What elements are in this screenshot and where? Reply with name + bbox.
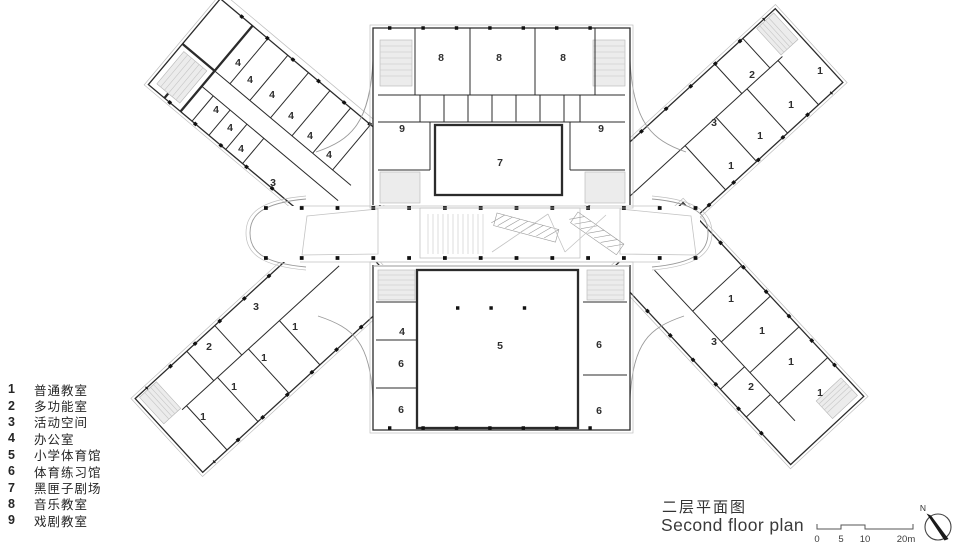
legend-item-number: 8 xyxy=(8,496,15,511)
scale-label-10: 10 xyxy=(860,534,871,545)
legend-item-label: 黑匣子剧场 xyxy=(34,482,102,497)
room-label: 3 xyxy=(253,301,259,313)
room-label: 1 xyxy=(759,325,765,337)
room-label: 9 xyxy=(399,123,405,135)
room-label: 1 xyxy=(728,160,734,172)
scale-label-5: 5 xyxy=(838,534,843,545)
page-title-en: Second floor plan xyxy=(661,515,805,535)
block-top-center xyxy=(369,24,634,209)
legend-item-label: 多功能室 xyxy=(34,400,89,415)
scale-label-20m: 20m xyxy=(897,534,916,545)
room-label: 1 xyxy=(231,381,237,393)
legend-item: 3 活动空间 xyxy=(8,414,102,431)
legend-item-label: 体育练习馆 xyxy=(34,465,102,480)
room-label: 8 xyxy=(560,52,566,64)
north-arrow: N xyxy=(920,503,952,541)
north-needle xyxy=(926,513,949,541)
legend-item: 9 戏剧教室 xyxy=(8,512,102,529)
room-label: 2 xyxy=(206,341,212,353)
room-label: 1 xyxy=(292,321,298,333)
room-label: 7 xyxy=(497,157,503,169)
room-label: 5 xyxy=(497,340,503,352)
legend-item-number: 4 xyxy=(8,431,15,446)
room-label: 1 xyxy=(788,99,794,111)
block-bottom-center xyxy=(369,261,634,434)
legend: 1 普通教室 2 多功能室 3 活动空间 4 办公室 5 小学体育馆 6 体育练习馆 7 黑匣子剧场 8 音乐… xyxy=(8,381,102,529)
wing-bottom-left xyxy=(130,211,407,478)
legend-item: 1 普通教室 xyxy=(8,381,102,398)
scale-label-0: 0 xyxy=(814,534,819,545)
room-label: 1 xyxy=(817,65,823,77)
room-label: 4 xyxy=(247,74,253,86)
room-label: 4 xyxy=(269,89,275,101)
wing-bottom-right xyxy=(605,197,869,470)
legend-item: 2 多功能室 xyxy=(8,397,102,415)
legend-item-number: 2 xyxy=(8,398,15,413)
legend-item-number: 6 xyxy=(8,464,15,479)
legend-item-number: 1 xyxy=(8,382,15,397)
legend-item: 7 黑匣子剧场 xyxy=(8,479,102,497)
legend-item-number: 9 xyxy=(8,513,15,528)
room-label: 3 xyxy=(711,117,717,129)
room-label: 3 xyxy=(711,336,717,348)
room-label: 1 xyxy=(261,352,267,364)
room-label: 4 xyxy=(399,326,405,338)
room-label: 4 xyxy=(227,122,233,134)
wing-top-right xyxy=(571,3,848,270)
room-label: 4 xyxy=(288,110,294,122)
legend-item-number: 3 xyxy=(8,414,15,429)
room-label: 2 xyxy=(749,69,755,81)
legend-item: 8 音乐教室 xyxy=(8,496,102,513)
room-label: 6 xyxy=(596,405,602,417)
room-label: 9 xyxy=(598,123,604,135)
room-label: 4 xyxy=(213,104,219,116)
room-label: 1 xyxy=(728,293,734,305)
legend-item-number: 5 xyxy=(8,447,15,462)
room-label: 1 xyxy=(757,130,763,142)
room-label: 4 xyxy=(326,149,332,161)
room-label: 1 xyxy=(817,387,823,399)
legend-item: 6 体育练习馆 xyxy=(8,463,102,480)
room-label: 1 xyxy=(200,411,206,423)
legend-item-label: 普通教室 xyxy=(34,383,89,398)
scale-bar: 0 5 10 20m xyxy=(814,524,915,545)
room-label: 6 xyxy=(398,404,404,416)
room-label: 6 xyxy=(398,358,404,370)
room-label: 2 xyxy=(748,381,754,393)
legend-item-label: 活动空间 xyxy=(34,416,89,431)
page-title-zh: 二层平面图 xyxy=(662,499,748,516)
room-label: 3 xyxy=(270,177,276,189)
north-label: N xyxy=(920,503,926,513)
room-label: 8 xyxy=(496,52,502,64)
legend-item-label: 办公室 xyxy=(34,432,75,447)
room-label: 4 xyxy=(238,143,244,155)
legend-item-label: 戏剧教室 xyxy=(34,514,89,529)
legend-item: 4 办公室 xyxy=(8,430,102,447)
room-label: 4 xyxy=(307,130,313,142)
room-label: 1 xyxy=(788,356,794,368)
legend-item-label: 小学体育馆 xyxy=(34,449,102,464)
legend-item: 5 小学体育馆 xyxy=(8,447,102,464)
legend-item-label: 音乐教室 xyxy=(34,498,89,513)
room-label: 8 xyxy=(438,52,444,64)
legend-item-number: 7 xyxy=(8,480,15,495)
room-label: 6 xyxy=(596,339,602,351)
room-label: 4 xyxy=(235,57,241,69)
